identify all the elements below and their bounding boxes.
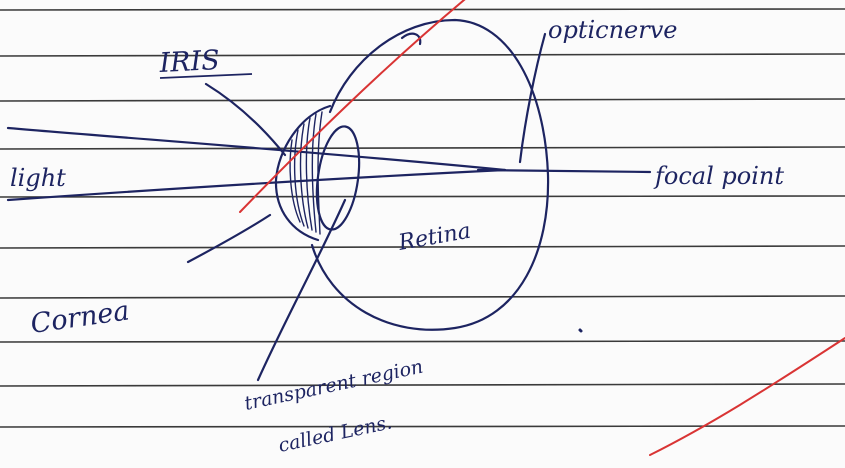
- focal-line: [478, 170, 650, 172]
- rule-line: [0, 99, 845, 101]
- rule-line: [0, 426, 845, 427]
- label-focal-point: focal point: [653, 162, 784, 190]
- rule-line: [0, 196, 845, 197]
- label-optic-nerve: opticnerve: [548, 16, 677, 44]
- optic-nerve-top-mark: [402, 34, 420, 44]
- label-cornea: Cornea: [29, 295, 132, 340]
- rule-line: [0, 9, 845, 10]
- cornea-leader: [188, 215, 270, 262]
- label-iris: IRIS: [158, 45, 221, 79]
- rule-line: [0, 384, 845, 386]
- rule-line: [0, 54, 845, 56]
- lens-leader: [258, 200, 345, 380]
- labels: IRIS opticnerve light focal point Retina…: [10, 16, 784, 457]
- ruled-lines: [0, 9, 845, 427]
- optic-nerve-line: [520, 34, 545, 162]
- label-retina: Retina: [396, 219, 473, 256]
- label-light: light: [10, 164, 66, 192]
- correction-slash-left: [240, 0, 470, 212]
- rule-line: [0, 341, 845, 342]
- rule-line: [0, 147, 845, 149]
- correction-slash-right: [650, 338, 845, 455]
- label-lens-line2: called Lens.: [276, 411, 394, 457]
- retina-dot: [580, 330, 581, 331]
